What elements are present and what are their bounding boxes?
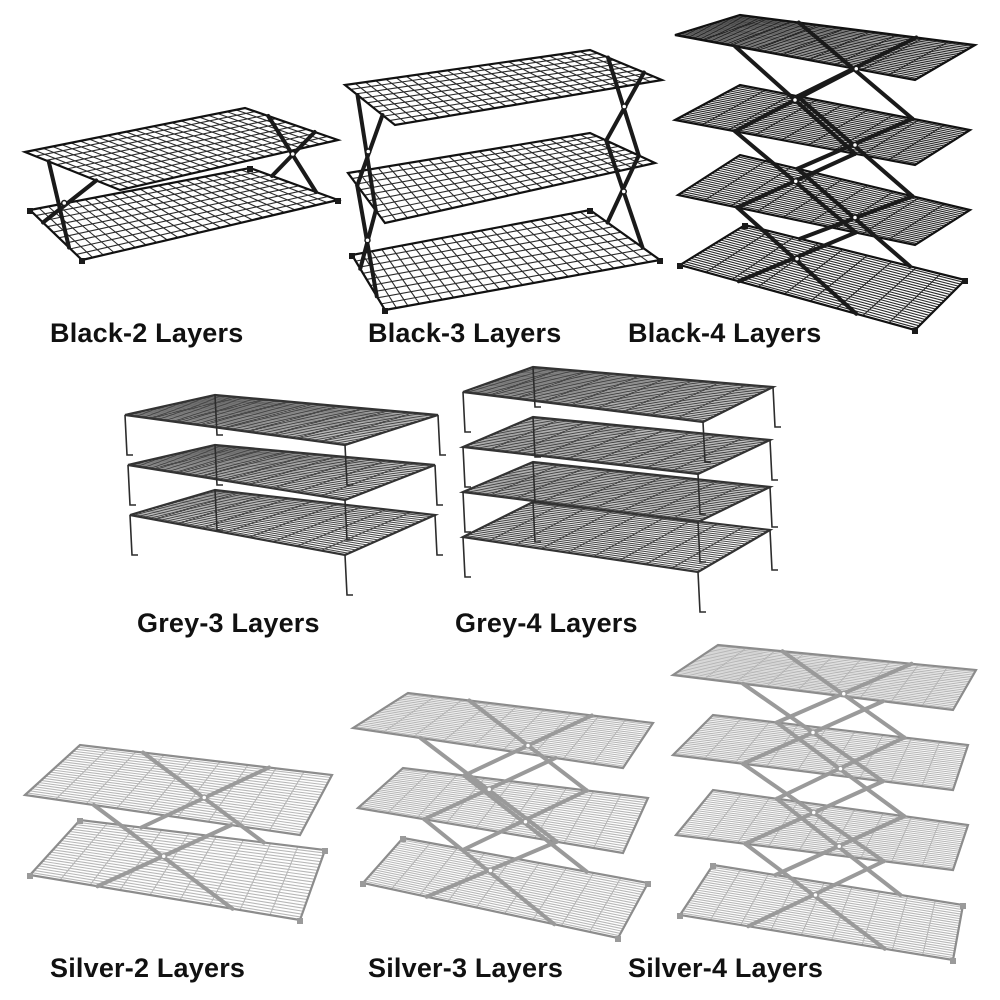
rack-image-silver-3 <box>349 691 655 942</box>
product-grey-4 <box>458 362 781 634</box>
rack-image-silver-2 <box>22 743 334 924</box>
caption-black-3: Black-3 Layers <box>368 318 562 348</box>
caption-black-4: Black-4 Layers <box>628 318 822 348</box>
caption-grey-4: Grey-4 Layers <box>455 608 638 638</box>
product-silver-2 <box>20 740 340 930</box>
product-black-3 <box>340 45 666 314</box>
caption-silver-2: Silver-2 Layers <box>50 953 246 983</box>
rack-image-grey-3 <box>124 393 446 596</box>
product-black-2 <box>20 100 342 275</box>
product-silver-3 <box>348 688 660 943</box>
rack-image-black-2 <box>21 106 342 264</box>
caption-silver-4: Silver-4 Layers <box>628 953 824 983</box>
product-black-4 <box>670 10 980 340</box>
rack-image-silver-4 <box>669 643 978 964</box>
rack-image-black-4 <box>671 13 979 334</box>
caption-grey-3: Grey-3 Layers <box>137 608 320 638</box>
product-grey-3 <box>120 390 446 615</box>
caption-black-2: Black-2 Layers <box>50 318 244 348</box>
product-silver-4 <box>668 640 980 970</box>
rack-image-black-3 <box>342 48 666 314</box>
rack-image-grey-4 <box>458 365 781 613</box>
caption-silver-3: Silver-3 Layers <box>368 953 564 983</box>
